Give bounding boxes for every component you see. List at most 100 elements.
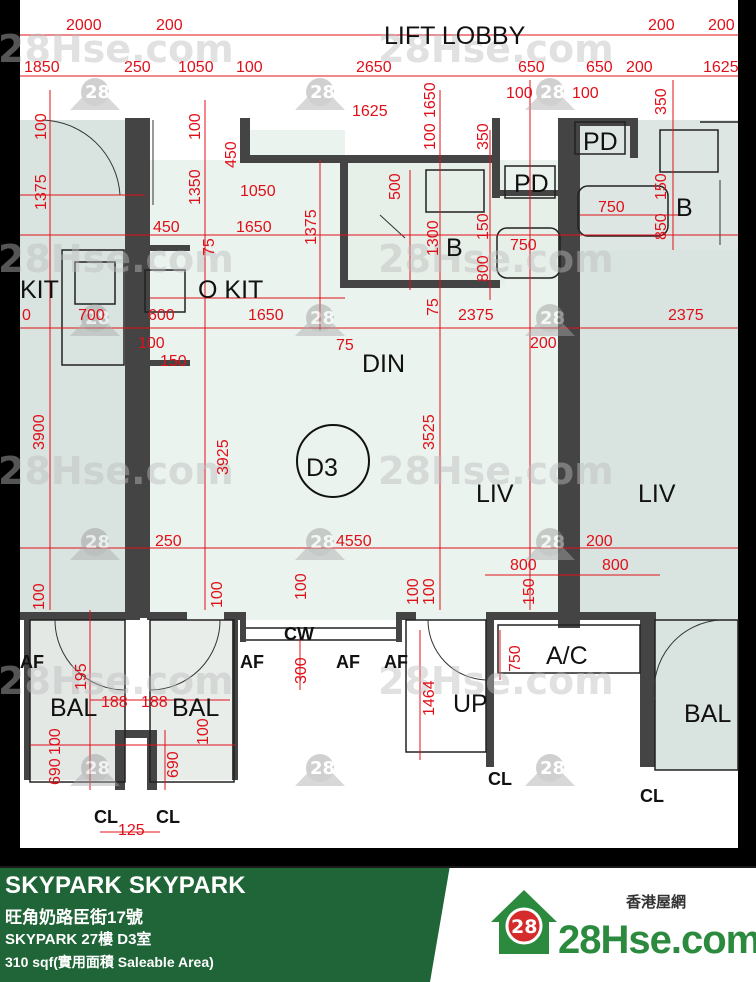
dim-label: 75 bbox=[201, 238, 218, 256]
dim-label: 200 bbox=[530, 335, 557, 352]
dim-label: 125 bbox=[118, 822, 145, 839]
dim-label: 188 bbox=[141, 694, 168, 711]
dim-label: 650 bbox=[518, 59, 545, 76]
dim-label: 1375 bbox=[33, 174, 50, 210]
dim-label: 2375 bbox=[458, 307, 494, 324]
dim-label: 0 bbox=[22, 307, 31, 324]
dim-label: 450 bbox=[153, 219, 180, 236]
dim-label: 200 bbox=[156, 17, 183, 34]
cl-label: CL bbox=[156, 807, 180, 827]
dim-label: 250 bbox=[124, 59, 151, 76]
dim-label: 4550 bbox=[336, 533, 372, 550]
dim-label: 100 bbox=[209, 581, 226, 608]
dim-label: 100 bbox=[236, 59, 263, 76]
dim-label: 750 bbox=[507, 645, 524, 672]
dim-label: 2375 bbox=[668, 307, 704, 324]
af-label: AF bbox=[20, 652, 44, 672]
svg-text:28: 28 bbox=[540, 82, 565, 103]
dimension-labels: 2000 200 200 200 1850 250 1050 100 2650 … bbox=[22, 17, 739, 839]
unit-marker: D3 bbox=[296, 424, 370, 498]
dim-label: 690 bbox=[165, 751, 182, 778]
floor-plan: 28Hse.com 28Hse.com 28Hse.com 28Hse.com … bbox=[0, 0, 756, 866]
cl-label: CL bbox=[488, 769, 512, 789]
room-bal-mid: BAL bbox=[172, 694, 219, 722]
svg-text:28Hse.com: 28Hse.com bbox=[378, 659, 614, 703]
dim-label: 75 bbox=[425, 298, 442, 316]
project-name: SKYPARK SKYPARK bbox=[5, 872, 246, 899]
dim-label: 1650 bbox=[236, 219, 272, 236]
dim-label: 300 bbox=[293, 657, 310, 684]
dim-label: 150 bbox=[475, 213, 492, 240]
svg-text:28Hse.com: 28Hse.com bbox=[0, 449, 234, 493]
svg-text:28Hse.com: 28Hse.com bbox=[378, 449, 614, 493]
room-ac: A/C bbox=[546, 642, 588, 670]
dim-label: 800 bbox=[475, 255, 492, 282]
dim-label: 650 bbox=[586, 59, 613, 76]
unit-name: SKYPARK 27樓 D3室 bbox=[5, 931, 152, 948]
dim-label: 200 bbox=[708, 17, 735, 34]
svg-text:28: 28 bbox=[85, 82, 110, 103]
svg-text:28: 28 bbox=[540, 758, 565, 779]
dim-label: 1464 bbox=[421, 680, 438, 716]
room-labels: LIFT LOBBY DIN LIV LIV O KIT KIT B B PD … bbox=[20, 22, 731, 827]
svg-text:28: 28 bbox=[511, 916, 537, 938]
dim-label: 3925 bbox=[215, 439, 232, 475]
saleable-area: 310 sqf(實用面積 Saleable Area) bbox=[5, 954, 214, 970]
dim-label: 690 bbox=[47, 758, 64, 785]
dim-label: 1375 bbox=[303, 209, 320, 245]
room-kit: O KIT bbox=[198, 276, 263, 304]
dim-label: 450 bbox=[223, 141, 240, 168]
dim-label: 850 bbox=[653, 213, 670, 240]
svg-text:28Hse.com: 28Hse.com bbox=[0, 659, 234, 703]
dimension-lines bbox=[20, 34, 738, 833]
door-swings bbox=[41, 119, 721, 701]
dim-label: 100 bbox=[31, 583, 48, 610]
dim-label: 100 bbox=[195, 718, 212, 745]
brand-logo-text: 28Hse.com bbox=[558, 918, 756, 962]
dim-label: 600 bbox=[148, 307, 175, 324]
svg-text:28: 28 bbox=[310, 532, 335, 553]
footer-brand-panel bbox=[430, 868, 756, 982]
dim-label: 100 bbox=[47, 728, 64, 755]
svg-text:28Hse.com: 28Hse.com bbox=[378, 27, 614, 71]
dim-label: 100 bbox=[187, 113, 204, 140]
dim-label: 1625 bbox=[352, 103, 388, 120]
dim-label: 200 bbox=[648, 17, 675, 34]
dim-label: 195 bbox=[73, 663, 90, 690]
af-label: AF bbox=[336, 652, 360, 672]
svg-text:28: 28 bbox=[310, 308, 335, 329]
dim-label: 700 bbox=[78, 307, 105, 324]
svg-text:28: 28 bbox=[310, 82, 335, 103]
room-pd: PD bbox=[514, 170, 549, 198]
dim-label: 350 bbox=[475, 123, 492, 150]
dim-label: 350 bbox=[653, 88, 670, 115]
dim-label: 3900 bbox=[31, 414, 48, 450]
room-kit-left: KIT bbox=[20, 276, 59, 304]
af-label: AF bbox=[240, 652, 264, 672]
watermark-badges: 28 28 28 28 28 28 28 28 28 28 28 28 bbox=[70, 78, 575, 786]
walls bbox=[20, 118, 656, 790]
room-bath-right: B bbox=[676, 194, 693, 222]
dim-label: 100 bbox=[405, 578, 422, 605]
dim-label: 3525 bbox=[421, 414, 438, 450]
room-bal-left: BAL bbox=[50, 694, 97, 722]
dim-label: 100 bbox=[506, 85, 533, 102]
svg-text:28: 28 bbox=[85, 758, 110, 779]
dim-label: 100 bbox=[572, 85, 599, 102]
dim-label: 188 bbox=[101, 694, 128, 711]
dim-label: 500 bbox=[387, 173, 404, 200]
room-fills bbox=[20, 120, 738, 780]
dim-label: 2000 bbox=[66, 17, 102, 34]
dim-label: 750 bbox=[598, 199, 625, 216]
dim-label: 200 bbox=[586, 533, 613, 550]
dim-label: 1350 bbox=[187, 169, 204, 205]
dim-label: 75 bbox=[336, 337, 354, 354]
dim-label: 100 bbox=[293, 573, 310, 600]
dim-label: 800 bbox=[602, 557, 629, 574]
floor-plan-drawing: 28Hse.com 28Hse.com 28Hse.com 28Hse.com … bbox=[0, 0, 756, 866]
lift-lobby-label: LIFT LOBBY bbox=[384, 22, 526, 50]
cw-label: CW bbox=[284, 624, 314, 644]
dim-label: 150 bbox=[521, 578, 538, 605]
svg-text:28Hse.com: 28Hse.com bbox=[378, 237, 614, 281]
dim-label: 200 bbox=[626, 59, 653, 76]
